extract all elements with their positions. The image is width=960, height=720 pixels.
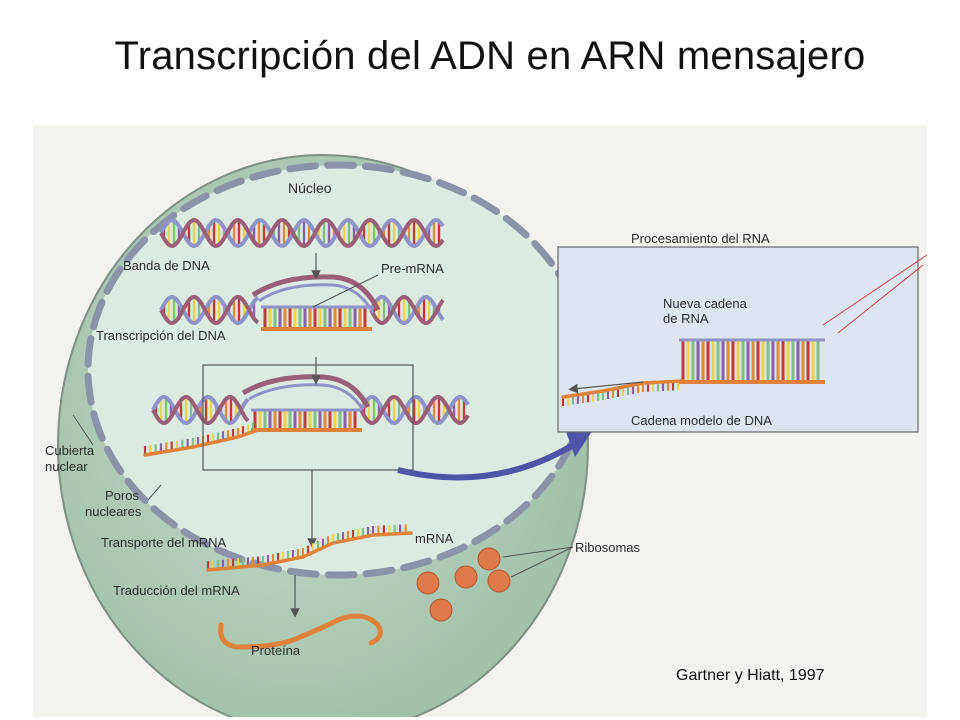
helix-backbone-a <box>151 395 250 426</box>
label-mrna-translation: Traducción del mRNA <box>113 583 240 598</box>
rna-backbone <box>206 531 413 572</box>
label-dna-transcription: Transcripción del DNA <box>96 328 226 343</box>
label-pre-mrna: Pre-mRNA <box>381 261 444 276</box>
label-rna-processing: Procesamiento del RNA <box>631 231 770 246</box>
label-protein: Proteína <box>251 643 301 658</box>
label-dna-strand: Banda de DNA <box>123 258 210 273</box>
label-dna-template: Cadena modelo de DNA <box>631 413 772 428</box>
rna-backbone <box>143 428 260 457</box>
ribosome <box>477 547 501 571</box>
helix-backbone-b <box>369 295 445 325</box>
pores-pointer <box>147 484 162 501</box>
label-pores-1: Poros <box>105 488 139 503</box>
label-nucleus: Núcleo <box>288 180 332 196</box>
inset-rna-block <box>679 338 825 384</box>
nucleus <box>88 165 588 575</box>
helix-backbone-a <box>369 295 445 325</box>
label-envelope-1: Cubierta <box>45 443 95 458</box>
label-new-rna-2: de RNA <box>663 311 709 326</box>
release-bubble-upper <box>241 374 371 409</box>
inset-pointer <box>837 264 924 334</box>
helix-backbone-a <box>159 294 260 326</box>
helix-backbone-b <box>359 394 470 426</box>
rna-block-release <box>251 408 362 432</box>
release-bubble-upper-2 <box>248 383 365 411</box>
ribosome <box>454 565 478 589</box>
figure-canvas: Núcleo Banda de DNA Pre-mRNA Transcripci… <box>33 125 927 717</box>
transcription-bubble-upper <box>251 274 381 312</box>
protein-chain <box>218 613 383 650</box>
mrna-transport-strand <box>206 524 413 572</box>
ribosome <box>487 569 511 593</box>
zoom-arrow <box>397 442 575 481</box>
helix-backbone-a <box>359 394 470 426</box>
label-new-rna-1: Nueva cadena <box>663 296 748 311</box>
dna-helix-release <box>151 394 470 426</box>
helix-backbone-b <box>159 294 260 326</box>
ribosome <box>429 598 453 622</box>
label-mrna-transport: Transporte del mRNA <box>101 535 227 550</box>
pre-mrna-pointer <box>312 274 379 308</box>
inset-rna-tail <box>561 379 685 406</box>
ribosome <box>416 571 440 595</box>
helix-backbone-a <box>159 217 445 249</box>
envelope-pointer <box>72 414 94 446</box>
helix-backbone-b <box>151 394 250 425</box>
inset-pointer <box>822 254 927 326</box>
ribosome-group <box>416 547 511 622</box>
transcription-bubble-upper-2 <box>258 283 375 314</box>
helix-backbone-b <box>159 217 445 249</box>
zoom-box <box>202 364 414 471</box>
dna-helix-top <box>159 217 445 249</box>
ribosome-pointer <box>510 546 574 578</box>
transcription-figure: Núcleo Banda de DNA Pre-mRNA Transcripci… <box>33 125 927 717</box>
rna-block-transcription <box>261 305 372 331</box>
rna-backbone <box>561 379 685 399</box>
label-envelope-2: nuclear <box>45 459 88 474</box>
label-pores-2: nucleares <box>85 504 142 519</box>
label-ribosomes: Ribosomas <box>575 540 641 555</box>
label-mrna: mRNA <box>415 531 454 546</box>
page-title: Transcripción del ADN en ARN mensajero <box>114 34 866 78</box>
ribosome-pointer <box>502 546 574 558</box>
citation: Gartner y Hiatt, 1997 <box>676 667 825 684</box>
dna-helix-transcription <box>159 294 445 326</box>
inset-arrow <box>568 381 644 394</box>
